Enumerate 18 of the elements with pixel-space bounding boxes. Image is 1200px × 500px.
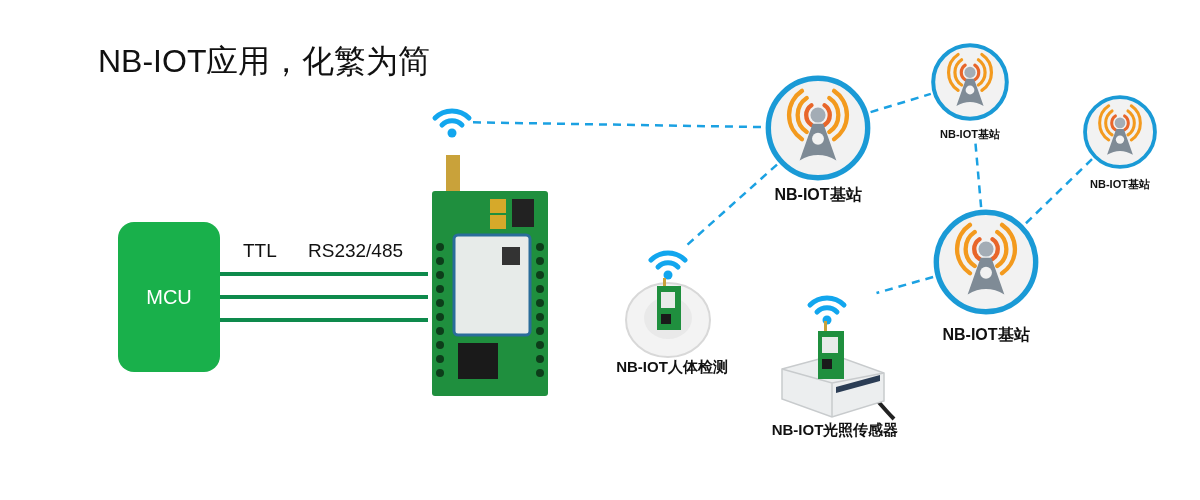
signal-line — [220, 318, 428, 322]
dashed-link — [1024, 158, 1093, 225]
station-label: NB-IOT基站 — [1090, 178, 1150, 191]
signal-label: RS232/485 — [308, 240, 404, 262]
dashed-link — [472, 121, 764, 129]
signal-line — [220, 272, 428, 276]
title: NB-IOT应用，化繁为简 — [98, 42, 431, 81]
station-label: NB-IOT基站 — [942, 326, 1030, 345]
signal-line — [220, 295, 428, 299]
device-label: NB-IOT人体检测 — [616, 358, 728, 376]
station-label: NB-IOT基站 — [940, 128, 1000, 141]
dashed-link — [870, 92, 932, 114]
station-label: NB-IOT基站 — [774, 186, 862, 205]
dashed-link — [876, 275, 934, 295]
signal-label: TTL — [243, 240, 277, 262]
mcu-box: MCU — [118, 222, 220, 372]
device-label: NB-IOT光照传感器 — [771, 421, 899, 439]
dashed-link — [974, 143, 983, 208]
